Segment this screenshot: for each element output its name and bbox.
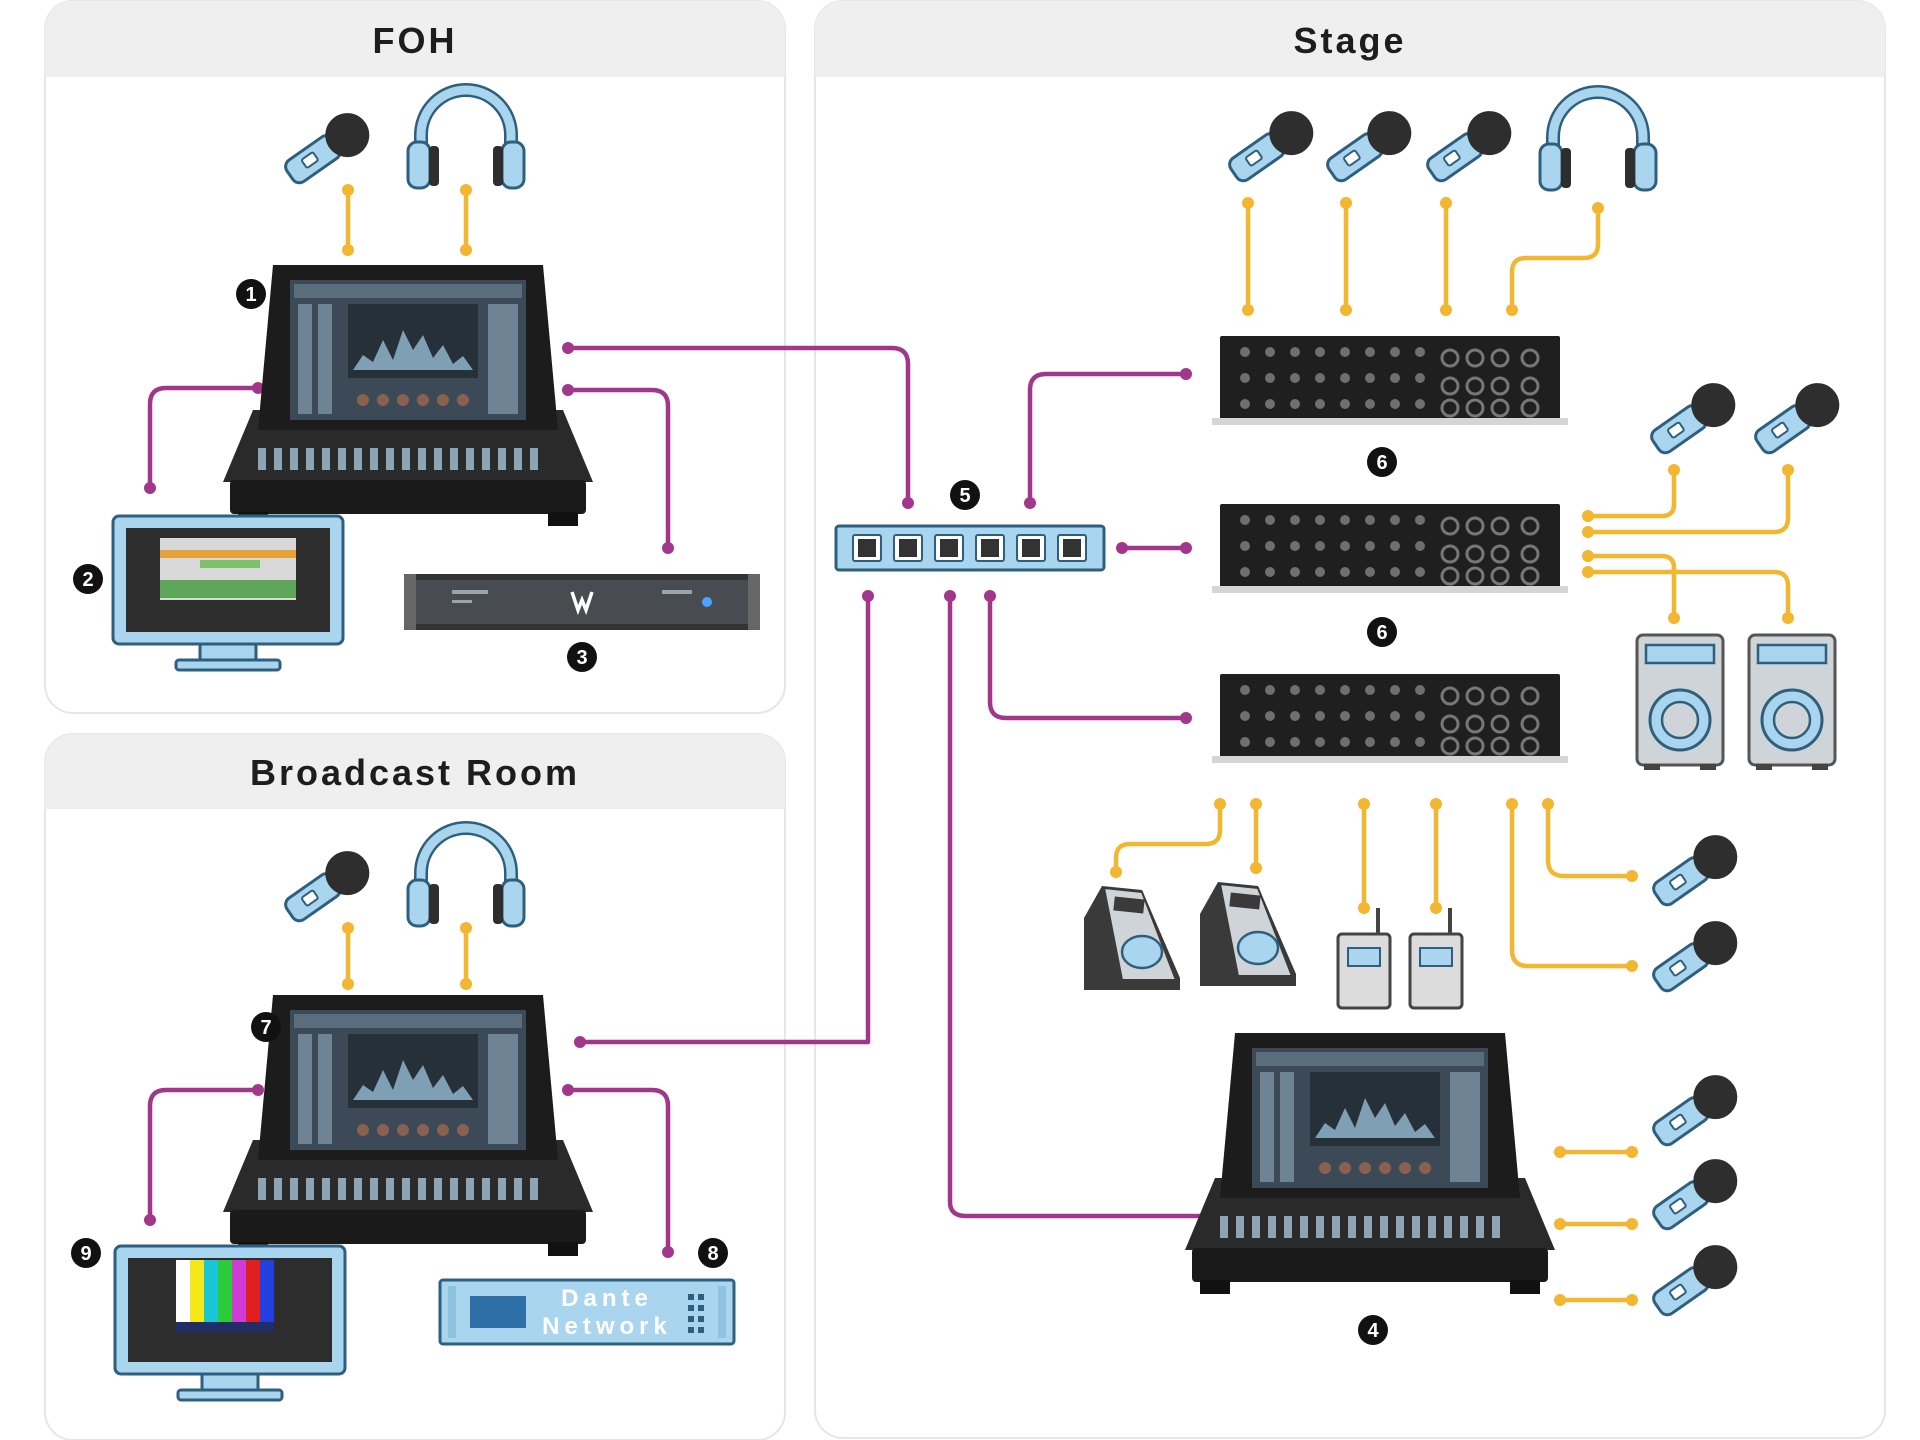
callout-5: 5 — [950, 480, 980, 510]
speaker-icon — [1635, 633, 1725, 772]
color-bars-screen — [176, 1260, 274, 1332]
network-switch-icon — [834, 524, 1106, 572]
svg-text:2: 2 — [82, 569, 93, 591]
audio-wires — [342, 184, 1794, 1306]
stage-box-icon — [1210, 672, 1570, 765]
stage-title: Stage — [1293, 20, 1406, 61]
callout-6a: 6 — [1367, 447, 1397, 477]
svg-text:3: 3 — [576, 647, 587, 669]
monitor-screen-daw — [160, 538, 296, 600]
stage-box-icon — [1210, 334, 1570, 427]
callout-2: 2 — [73, 564, 103, 594]
svg-text:5: 5 — [959, 485, 970, 507]
callout-9: 9 — [71, 1238, 101, 1268]
callout-4: 4 — [1358, 1315, 1388, 1345]
stage-box-icon — [1210, 502, 1570, 595]
dante-label-line1: Dante — [561, 1285, 653, 1312]
svg-text:6: 6 — [1376, 622, 1387, 644]
server-icon — [402, 572, 762, 632]
svg-text:8: 8 — [707, 1243, 718, 1265]
svg-text:7: 7 — [260, 1017, 271, 1039]
callout-7: 7 — [251, 1012, 281, 1042]
callout-6b: 6 — [1367, 617, 1397, 647]
dante-label-line2: Network — [542, 1313, 672, 1340]
svg-text:4: 4 — [1367, 1320, 1379, 1342]
callout-1: 1 — [236, 279, 266, 309]
foh-title: FOH — [373, 20, 458, 61]
speaker-icon — [1747, 633, 1837, 772]
mixing-console-icon — [223, 265, 593, 526]
svg-text:9: 9 — [80, 1243, 91, 1265]
dante-network-box: Dante Network — [438, 1278, 736, 1346]
svg-text:1: 1 — [245, 284, 256, 306]
network-wires — [144, 342, 1212, 1258]
callout-3: 3 — [567, 642, 597, 672]
callout-8: 8 — [698, 1238, 728, 1268]
mixing-console-icon — [1185, 1033, 1555, 1294]
svg-text:6: 6 — [1376, 452, 1387, 474]
broadcast-room-title: Broadcast Room — [250, 752, 580, 793]
